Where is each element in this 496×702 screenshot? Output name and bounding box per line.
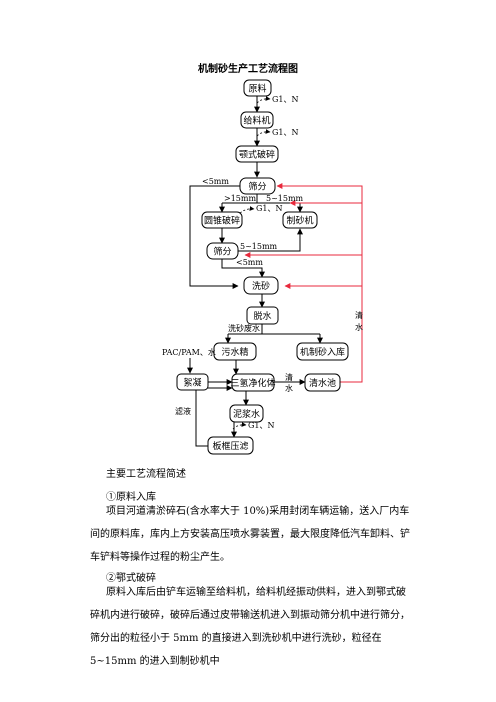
node-screen-1 [239,177,276,195]
clear-water-label-c: 清 [285,372,293,382]
node-raw-material-label: 原料 [248,83,266,95]
node-flocculation [176,373,209,391]
page-title: 机制砂生产工艺流程图 [198,64,298,75]
node-feeder [240,111,274,129]
dust-label-4: G1、N [248,421,274,430]
node-slurry-water-label: 泥浆水 [233,408,260,420]
dust-label-1: G1、N [272,95,298,104]
node-screen-2 [206,242,239,260]
node-jaw-crusher [235,145,279,163]
paragraph-2: 原料入库后由铲车运输至给料机，给料机经振动供料，进入到鄂式破碎机内进行破碎，破碎… [90,587,410,667]
node-purifier-label: 三氢净化体 [230,377,275,389]
node-jaw-crusher-label: 颚式破碎 [239,149,275,161]
node-screen-1-label: 筛分 [248,181,266,193]
size-label-lt5-a: <5mm [202,177,229,186]
size-label-5-15-a: 5~15mm [266,194,304,203]
node-sand-maker [282,211,318,229]
clear-water-label-b: 水 [355,322,363,332]
node-filter-press [207,436,254,455]
node-cone-crusher [201,211,243,229]
node-dewatering [246,306,279,325]
size-label-5-15-b: 5~15mm [240,242,278,251]
node-purifier [231,373,275,392]
flowchart: 原料 给料机 颚式破碎 筛分 圆锥破碎 制砂机 筛分 洗砂 脱水 污水精 机制砂… [162,79,363,455]
clear-water-label-d: 水 [285,383,293,393]
section-heading: 主要工艺流程简述 [106,469,186,480]
node-slurry-water [229,404,264,423]
node-clear-water-pool [304,373,341,392]
node-cone-crusher-label: 圆锥破碎 [204,215,240,227]
node-sand-maker-label: 制砂机 [286,215,313,227]
node-feeder-label: 给料机 [243,115,270,127]
node-sewage-tank [213,342,257,361]
node-sand-storage-label: 机制砂入库 [300,346,345,358]
wash-waste-label: 洗砂废水 [228,323,260,333]
node-filter-press-label: 板框压滤 [212,440,248,452]
flow-lines [187,96,323,447]
node-sand-washing [243,276,279,295]
clear-water-label-a: 清 [355,310,363,320]
item-1-heading: ①原料入库 [106,492,156,503]
node-dewatering-label: 脱水 [253,310,271,322]
item-2-heading: ②鄂式破碎 [106,573,156,584]
return-lines [244,183,363,383]
size-label-lt5-b: <5mm [236,258,263,267]
node-flocculation-label: 絮凝 [183,377,201,389]
node-raw-material [243,79,272,97]
dust-label-2: G1、N [272,128,298,137]
dust-emission-arrows [232,96,271,430]
size-label-gt15: >15mm [224,194,256,203]
dust-label-3: G1、N [256,204,282,213]
filtrate-label: 滤液 [175,406,191,416]
node-sewage-tank-label: 污水精 [221,346,248,358]
paragraph-1: 项目河道清淤碎石(含水率大于 10%)采用封闭车辆运输，送入厂内车间的原料库，库… [90,506,410,563]
node-clear-water-pool-label: 清水池 [309,377,336,389]
node-sand-washing-label: 洗砂 [252,280,270,292]
pac-pam-label: PAC/PAM、水 [162,347,216,357]
node-sand-storage [296,342,349,361]
node-screen-2-label: 筛分 [213,246,231,258]
